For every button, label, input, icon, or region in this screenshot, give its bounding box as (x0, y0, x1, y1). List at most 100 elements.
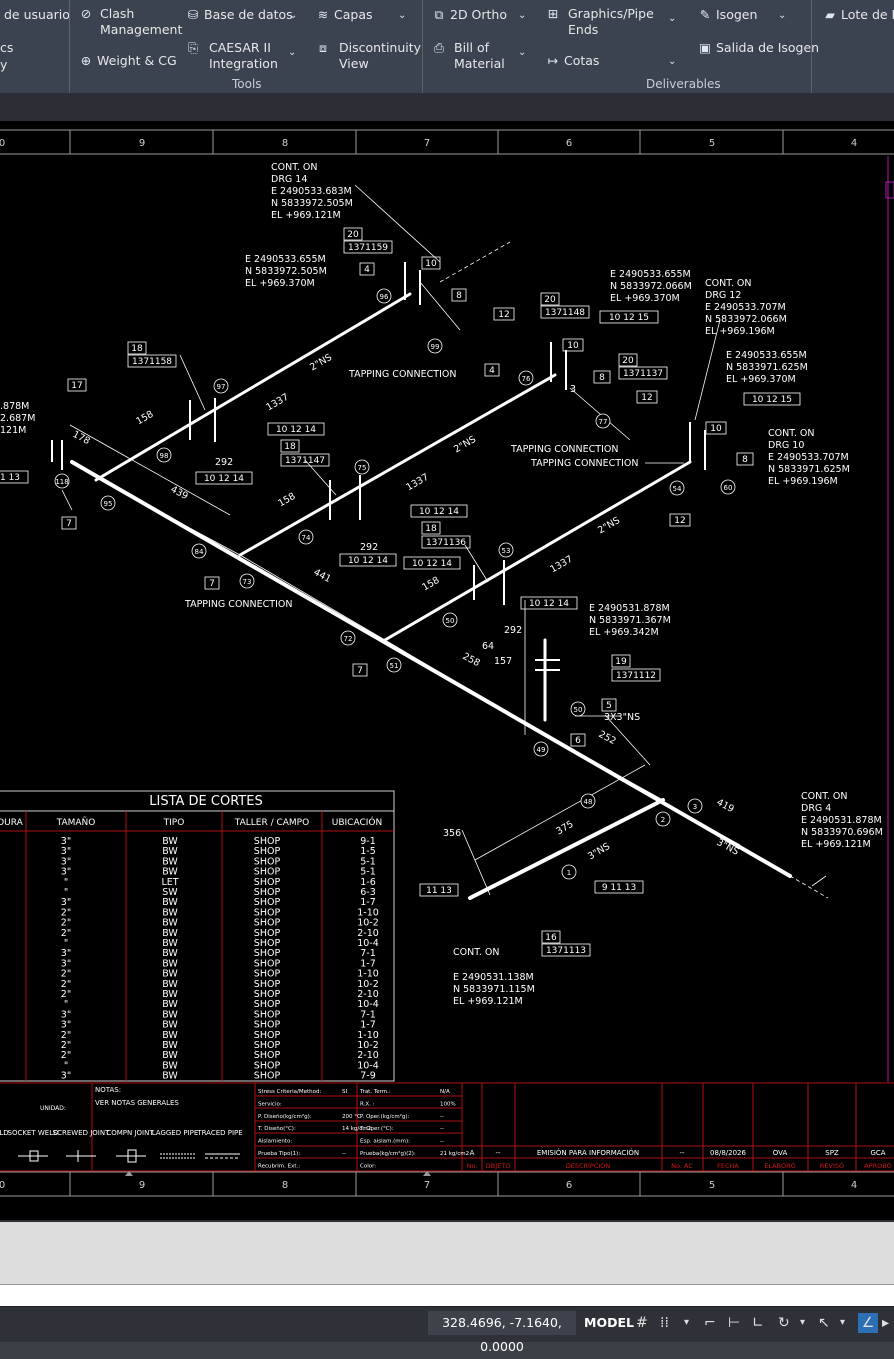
chevron-down-icon[interactable]: ▾ (684, 1317, 690, 1328)
cut-list-cell: BW (162, 897, 178, 908)
infer-constraints-icon[interactable]: ⌐ (704, 1315, 716, 1331)
ribbon-cut-label-2[interactable]: y (0, 57, 8, 72)
weld-number: 2 (661, 816, 665, 824)
bubble-text: 3 (570, 384, 576, 395)
revision-header: APROBÓ (864, 1161, 891, 1170)
overflow-icon[interactable]: ▸ (882, 1315, 890, 1331)
chevron-down-icon[interactable]: ⌄ (288, 47, 297, 58)
database-button[interactable]: ⛁Base de datos (186, 7, 293, 23)
batch-label: Lote de Is (841, 7, 894, 22)
model-space-toggle[interactable]: MODEL (584, 1315, 634, 1330)
ortho-mode-icon[interactable]: ∟ (752, 1315, 764, 1331)
cursor-coordinates[interactable]: 328.4696, -7.1640, 0.0000 (428, 1311, 576, 1354)
cut-list-cell: " (64, 887, 68, 898)
chevron-down-icon[interactable]: ⌄ (518, 47, 527, 58)
layers-button[interactable]: ≋Capas (316, 7, 373, 23)
cut-list-cell: SHOP (254, 1030, 281, 1041)
revision-object: -- (495, 1149, 501, 1157)
weld-number: 72 (344, 635, 353, 643)
discontinuity-label: Discontinuity View (339, 40, 422, 71)
chevron-down-icon[interactable]: ▾ (800, 1317, 806, 1328)
cut-list-cell: 5-1 (360, 856, 376, 867)
grid-label: 8 (282, 138, 288, 149)
cotas-button[interactable]: ↦Cotas (546, 53, 600, 69)
symbol-label: COMPN JOINT (106, 1129, 154, 1137)
ribbon-cut-label[interactable]: cs (0, 40, 14, 55)
chevron-down-icon[interactable]: ⌄ (778, 10, 787, 21)
weld-number: 118 (55, 478, 68, 486)
object-snap-icon[interactable]: ∠ (858, 1313, 878, 1333)
design-parameter-cell: 21 kg/cm2 (440, 1151, 469, 1157)
design-parameter-cell: 14 kg/cm2 (342, 1126, 371, 1132)
command-line[interactable] (0, 1284, 894, 1307)
ribbon-separator (422, 0, 423, 93)
layers-icon: ≋ (317, 7, 329, 22)
label-box-text: 1371158 (132, 357, 172, 367)
cut-list-cell: 7-1 (360, 948, 376, 959)
grid-label: 9 (139, 138, 145, 149)
cut-list-cell: SHOP (254, 1009, 281, 1020)
cut-list-cell: 3" (61, 897, 71, 908)
weight-label: Weight & CG (97, 53, 177, 68)
file-tab-strip[interactable] (0, 93, 894, 122)
label-box-text: 4 (489, 366, 495, 376)
tools-group-label: Tools (232, 77, 262, 91)
grid-icon[interactable]: # (636, 1315, 648, 1331)
caesar-integration-button[interactable]: ⎘ CAESAR II Integration (186, 40, 278, 71)
dynamic-input-icon[interactable]: ⊢ (728, 1315, 741, 1331)
chevron-down-icon[interactable]: ⌄ (289, 10, 298, 21)
chevron-down-icon[interactable]: ⌄ (398, 10, 407, 21)
isogen-output-button[interactable]: ▣Salida de Isogen (698, 40, 819, 56)
label-box-text: 18 (284, 442, 296, 452)
cut-list-cell: 1-10 (357, 969, 379, 980)
isogen-batch-button[interactable]: ▰Lote de Is (823, 7, 894, 23)
cut-list-cell: SW (162, 887, 178, 898)
discontinuity-view-button[interactable]: ⧈ Discontinuity View (316, 40, 421, 71)
cut-list-cell: 1-7 (360, 1020, 376, 1031)
chevron-down-icon[interactable]: ⌄ (668, 13, 677, 24)
revision-ac: -- (679, 1149, 685, 1157)
general-notes-link[interactable]: VER NOTAS GENERALES (95, 1099, 179, 1107)
cut-list-cell: 5-1 (360, 867, 376, 878)
cut-list-cell: 1-5 (360, 846, 376, 857)
bill-of-material-button[interactable]: ⎙ Bill of Material (432, 40, 505, 71)
dimension-text: 158 (134, 409, 155, 428)
chevron-down-icon[interactable]: ▾ (840, 1317, 846, 1328)
cut-list-cell: 2" (61, 969, 71, 980)
drawing-canvas[interactable]: 0 9 8 7 6 5 4 0 9 8 7 6 5 4 (0, 121, 894, 1220)
cut-list-cell: SHOP (254, 928, 281, 939)
grid-label: 6 (566, 138, 572, 149)
cut-list-cell: BW (162, 846, 178, 857)
snap-icon[interactable]: ⁞⁞ (660, 1315, 669, 1331)
isodraft-icon[interactable]: ↖ (818, 1315, 830, 1331)
cut-list-cell: 1-10 (357, 907, 379, 918)
label-box-text: 1371113 (546, 946, 586, 956)
weld-symbols (18, 1149, 240, 1163)
grid-label: 4 (851, 138, 857, 149)
deliverables-group-label: Deliverables (646, 77, 721, 91)
cut-list-cell: SHOP (254, 1040, 281, 1051)
chevron-down-icon[interactable]: ⌄ (518, 10, 527, 21)
iso-output-icon: ▣ (699, 40, 711, 55)
label-box-text: 8 (742, 455, 748, 465)
ortho-2d-button[interactable]: ⧉2D Ortho (432, 7, 507, 23)
cut-list-cell: BW (162, 999, 178, 1010)
cut-list-cell: BW (162, 1009, 178, 1020)
weld-number: 50 (446, 617, 455, 625)
ribbon-user-label[interactable]: de usuario (4, 7, 70, 22)
leader-lines (61, 184, 829, 899)
cut-list-cell: BW (162, 1020, 178, 1031)
polar-tracking-icon[interactable]: ↻ (778, 1315, 790, 1331)
graphics-pipe-ends-button[interactable]: ⊞ Graphics/Pipe Ends (546, 6, 654, 37)
weight-cg-button[interactable]: ⊕Weight & CG (79, 53, 177, 69)
clash-management-button[interactable]: ⊘ Clash Management (79, 6, 183, 37)
weld-number: 48 (584, 798, 593, 806)
chevron-down-icon[interactable]: ⌄ (668, 56, 677, 67)
label-box-text: 7 (209, 579, 215, 589)
dimension-icon: ↦ (547, 53, 559, 68)
isogen-button[interactable]: ✎Isogen (698, 7, 758, 23)
